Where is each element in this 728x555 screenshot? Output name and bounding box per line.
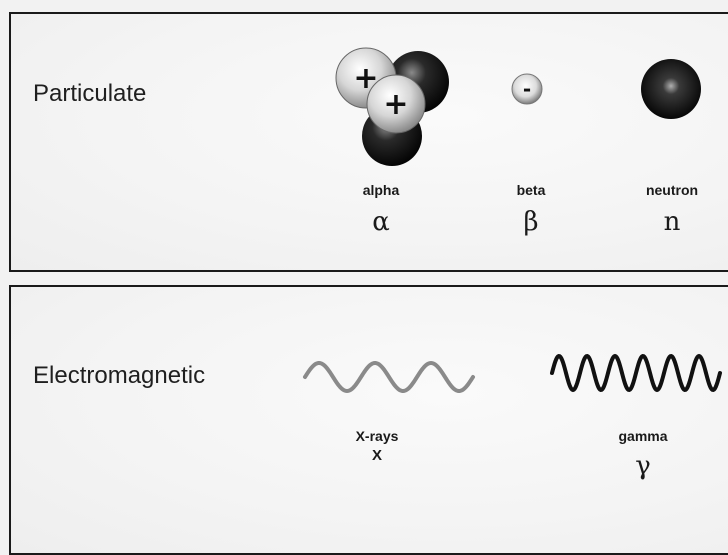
alpha-label: alpha — [336, 182, 426, 198]
beta-charge: - — [523, 77, 531, 101]
neutron-label: neutron — [627, 182, 717, 198]
beta-particle-icon: - — [507, 69, 547, 109]
electromagnetic-title: Electromagnetic — [33, 362, 205, 390]
beta-label: beta — [486, 182, 576, 198]
alpha-particle-icon: + + — [316, 36, 456, 166]
beta-symbol: β — [501, 207, 561, 237]
xrays-symbol: X — [347, 447, 407, 464]
neutron-particle-icon — [636, 54, 706, 124]
alpha-symbol: α — [351, 207, 411, 237]
neutron-symbol: n — [642, 207, 702, 237]
gamma-symbol: γ — [613, 451, 673, 481]
particulate-title: Particulate — [33, 80, 146, 108]
xray-wave-icon — [299, 347, 479, 407]
gamma-wave-icon — [546, 343, 726, 403]
gamma-label: gamma — [598, 428, 688, 444]
particulate-panel: Particulate — [9, 12, 728, 272]
xrays-label: X-rays — [332, 428, 422, 444]
alpha-charge-2: + — [383, 87, 408, 122]
electromagnetic-panel: Electromagnetic X-rays X gamma γ — [9, 285, 728, 555]
